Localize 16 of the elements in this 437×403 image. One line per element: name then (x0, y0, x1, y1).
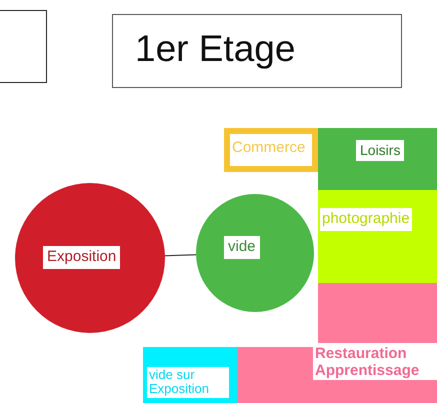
room-box (143, 347, 237, 403)
connector-line (164, 254, 197, 256)
room-box (0, 10, 47, 83)
room-box (224, 128, 318, 172)
room-label: Exposition (43, 246, 120, 268)
room-box (318, 283, 437, 343)
room-label: vide sur Exposition (147, 367, 229, 398)
room-label: Loisirs (356, 140, 404, 162)
room-label: vide (224, 236, 260, 258)
room-box (237, 347, 437, 403)
title-box (112, 14, 402, 88)
room-box (318, 128, 437, 190)
room-label: photographie (320, 208, 412, 230)
floor-title: 1er Etage (135, 29, 296, 70)
room-label: Restauration Apprentissage (313, 345, 437, 380)
room-box (318, 190, 437, 283)
